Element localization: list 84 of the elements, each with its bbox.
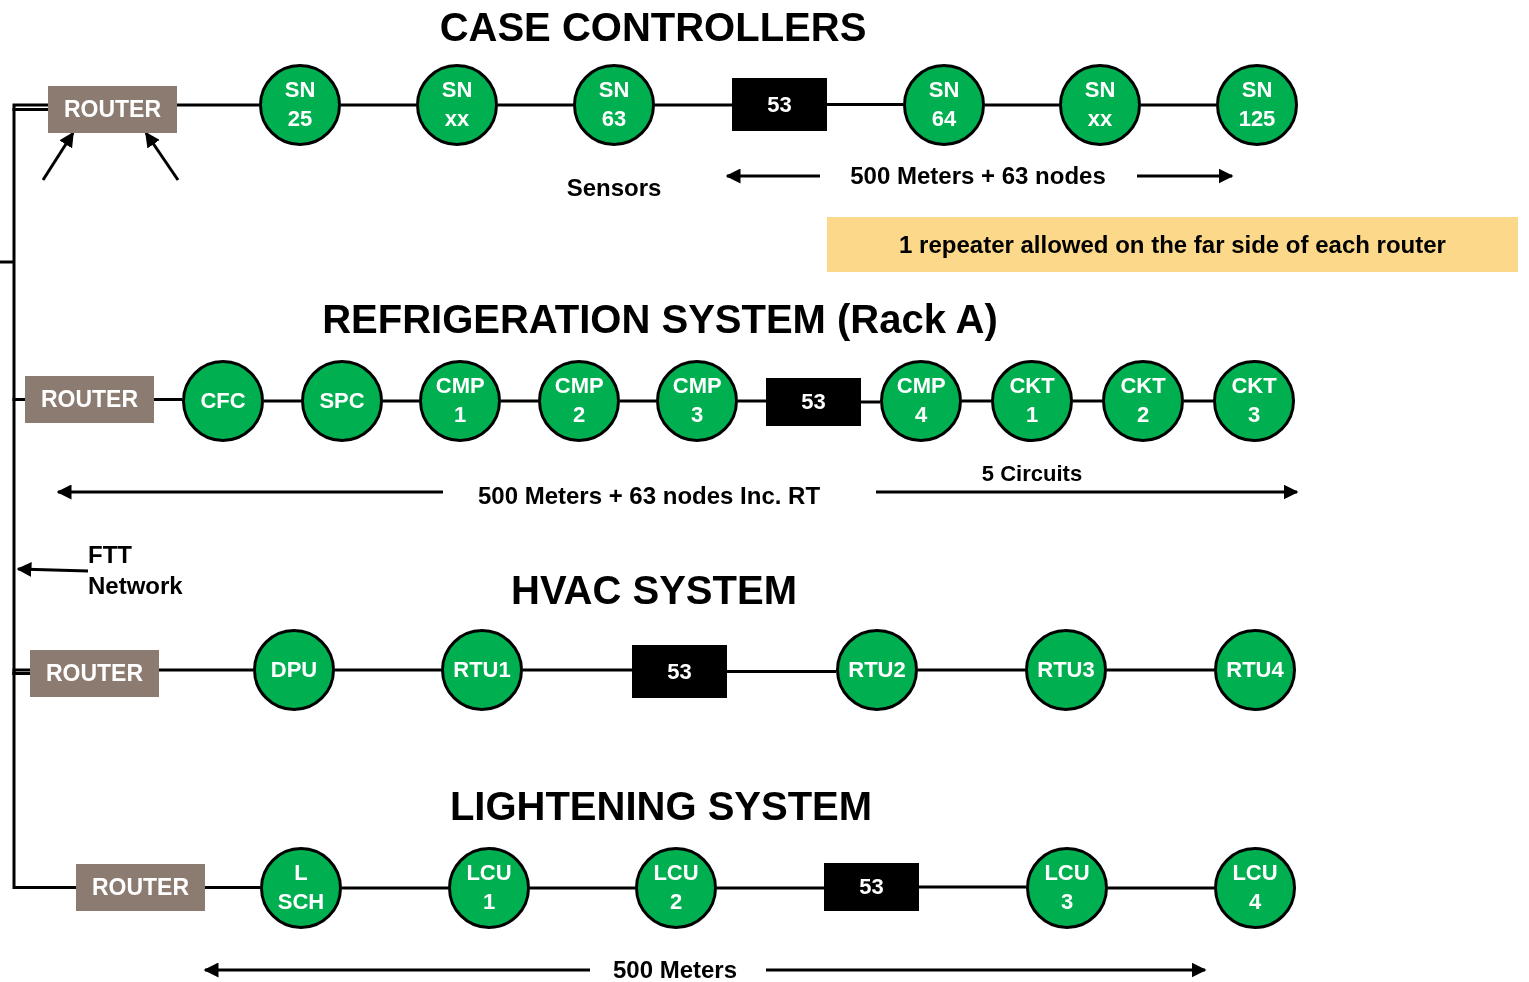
repeater-box	[732, 78, 827, 131]
node-label: LCU 4	[1232, 859, 1278, 916]
connector-line	[962, 399, 991, 403]
node-label: CMP 3	[672, 372, 722, 429]
node-label: DPU	[270, 655, 318, 684]
connector-line	[264, 399, 301, 403]
repeater-box	[824, 863, 919, 911]
connector-line	[827, 103, 903, 106]
router-box	[76, 864, 205, 911]
arrow	[41, 131, 75, 181]
node-label: LCU 1	[466, 859, 512, 916]
router-label: ROUTER	[40, 386, 139, 413]
connector-line	[341, 103, 416, 107]
connector-line	[655, 103, 732, 107]
node-label: SPC	[319, 386, 365, 415]
connector-line	[501, 399, 538, 403]
node-label: RTU1	[453, 655, 511, 684]
connector-line	[335, 668, 441, 672]
router-box	[30, 650, 159, 697]
node-label: RTU3	[1037, 655, 1095, 684]
node-label: SN xx	[1084, 76, 1116, 133]
section-heading: HVAC SYSTEM	[511, 567, 797, 613]
section-heading: LIGHTENING SYSTEM	[449, 783, 873, 829]
connector-line	[1073, 399, 1102, 403]
node-label: CMP 1	[435, 372, 485, 429]
circuits-label: 5 Circuits	[981, 461, 1083, 487]
node-label: SN 63	[598, 76, 630, 133]
router-box	[48, 86, 177, 133]
connector-line	[861, 400, 880, 404]
node-label: CKT 2	[1120, 372, 1166, 429]
connector-line	[1141, 103, 1216, 107]
section-heading: CASE CONTROLLERS	[439, 4, 867, 50]
sensors-label: Sensors	[566, 174, 662, 202]
node-label: SN 25	[284, 76, 316, 133]
router-label: ROUTER	[63, 96, 162, 123]
note-text: 1 repeater allowed on the far side of each router	[899, 230, 1446, 259]
connector-line	[717, 886, 824, 890]
node-label: SN 125	[1238, 76, 1276, 133]
connector-line	[919, 885, 1026, 889]
connector-line	[530, 886, 635, 890]
node-label: SN xx	[441, 76, 473, 133]
connector-line	[205, 886, 260, 889]
connector-line	[985, 103, 1059, 107]
connector-line	[620, 399, 656, 403]
repeater-label: 53	[667, 658, 692, 685]
connector-line	[154, 398, 182, 401]
repeater-label: 53	[859, 874, 884, 900]
network-label: FTT Network	[88, 538, 208, 602]
connector-line	[383, 399, 419, 403]
connector-line	[498, 103, 573, 107]
connector-line	[1107, 668, 1214, 672]
router-label: ROUTER	[45, 660, 144, 687]
arrow	[144, 131, 180, 181]
node-label: RTU4	[1226, 655, 1284, 684]
node-label: CKT 3	[1231, 372, 1277, 429]
connector-line	[918, 668, 1025, 672]
connector-line	[12, 672, 76, 889]
router-label: ROUTER	[91, 874, 190, 901]
repeater-box	[766, 378, 861, 426]
connector-line	[523, 668, 632, 672]
node-label: L SCH	[277, 859, 325, 916]
repeater-label: 53	[801, 389, 826, 415]
node-label: RTU2	[848, 655, 906, 684]
dimension-label: 500 Meters + 63 nodes Inc. RT	[477, 482, 821, 510]
router-box	[25, 376, 154, 423]
connector-line	[1184, 399, 1213, 403]
node-label: CMP 4	[896, 372, 946, 429]
note-banner	[827, 217, 1518, 272]
arrow	[16, 561, 89, 577]
node-label: LCU 3	[1044, 859, 1090, 916]
node-label: CMP 2	[554, 372, 604, 429]
connector-line	[727, 670, 836, 673]
node-label: LCU 2	[653, 859, 699, 916]
connector-line	[1108, 886, 1214, 890]
dimension-label: 500 Meters + 63 nodes	[850, 162, 1106, 190]
node-label: CFC	[200, 386, 246, 415]
connector-line	[342, 886, 448, 890]
node-label: CKT 1	[1009, 372, 1055, 429]
node-label: SN 64	[928, 76, 960, 133]
connector-line	[738, 399, 766, 403]
repeater-box	[632, 645, 727, 698]
repeater-label: 53	[767, 91, 792, 118]
section-heading: REFRIGERATION SYSTEM (Rack A)	[322, 296, 998, 342]
dimension-label: 500 Meters	[612, 956, 738, 982]
